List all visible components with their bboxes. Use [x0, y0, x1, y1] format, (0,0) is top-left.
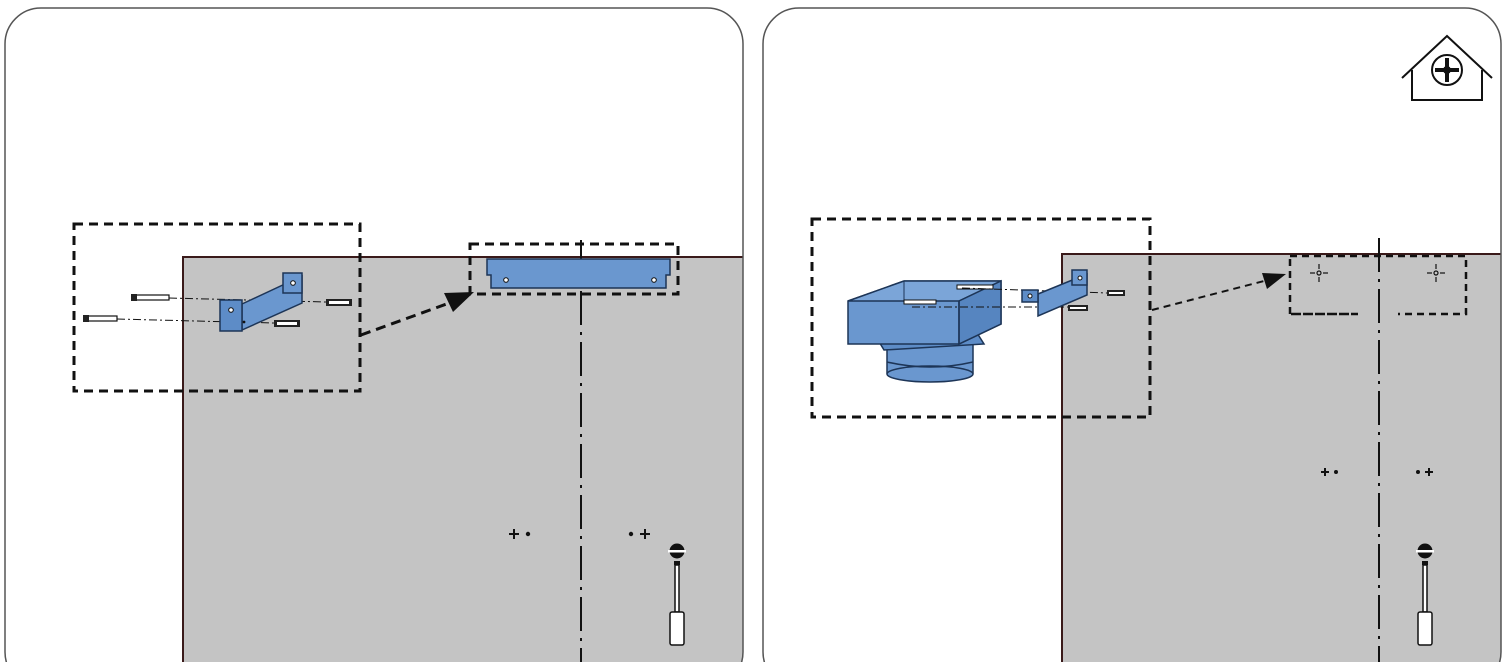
duct-adapter-diagram — [762, 7, 1502, 662]
screw-lower — [83, 315, 118, 322]
screwdriver-icon — [1416, 543, 1434, 646]
placement-arrow — [1151, 280, 1265, 311]
house-fan-icon — [1401, 34, 1493, 101]
wall-edge — [182, 256, 743, 662]
panel-border — [762, 7, 1502, 662]
wall-anchor-lower — [274, 320, 300, 327]
drill-target-left — [1310, 264, 1328, 282]
step-panel-attach-adapter — [762, 0, 1502, 662]
mounted-bracket — [486, 258, 671, 289]
detail-box — [810, 217, 1152, 419]
duct-adapter — [847, 279, 1002, 383]
drill-marks-right — [1416, 468, 1433, 476]
mounted-highlight-box — [468, 242, 680, 296]
bracket — [219, 272, 303, 332]
wall-edge — [1061, 253, 1501, 662]
step-panel-mount-bracket — [4, 0, 744, 662]
detail-box — [72, 222, 362, 393]
wall-anchor-upper — [1107, 290, 1125, 296]
mount-target-box — [1290, 254, 1468, 316]
drill-target-right — [1427, 264, 1445, 282]
drill-marks-left — [509, 529, 531, 539]
mount-bracket-diagram — [4, 7, 744, 662]
wall-anchor-upper — [326, 299, 352, 306]
placement-arrow — [360, 300, 453, 337]
drill-marks-right — [628, 529, 650, 539]
wall-anchor-lower — [1068, 305, 1088, 311]
panel-border — [4, 7, 744, 662]
bracket — [1021, 269, 1088, 318]
wall-surface — [1062, 254, 1501, 662]
drill-marks-left — [1321, 468, 1338, 476]
screwdriver-icon — [668, 543, 686, 646]
screw-upper — [131, 294, 170, 301]
